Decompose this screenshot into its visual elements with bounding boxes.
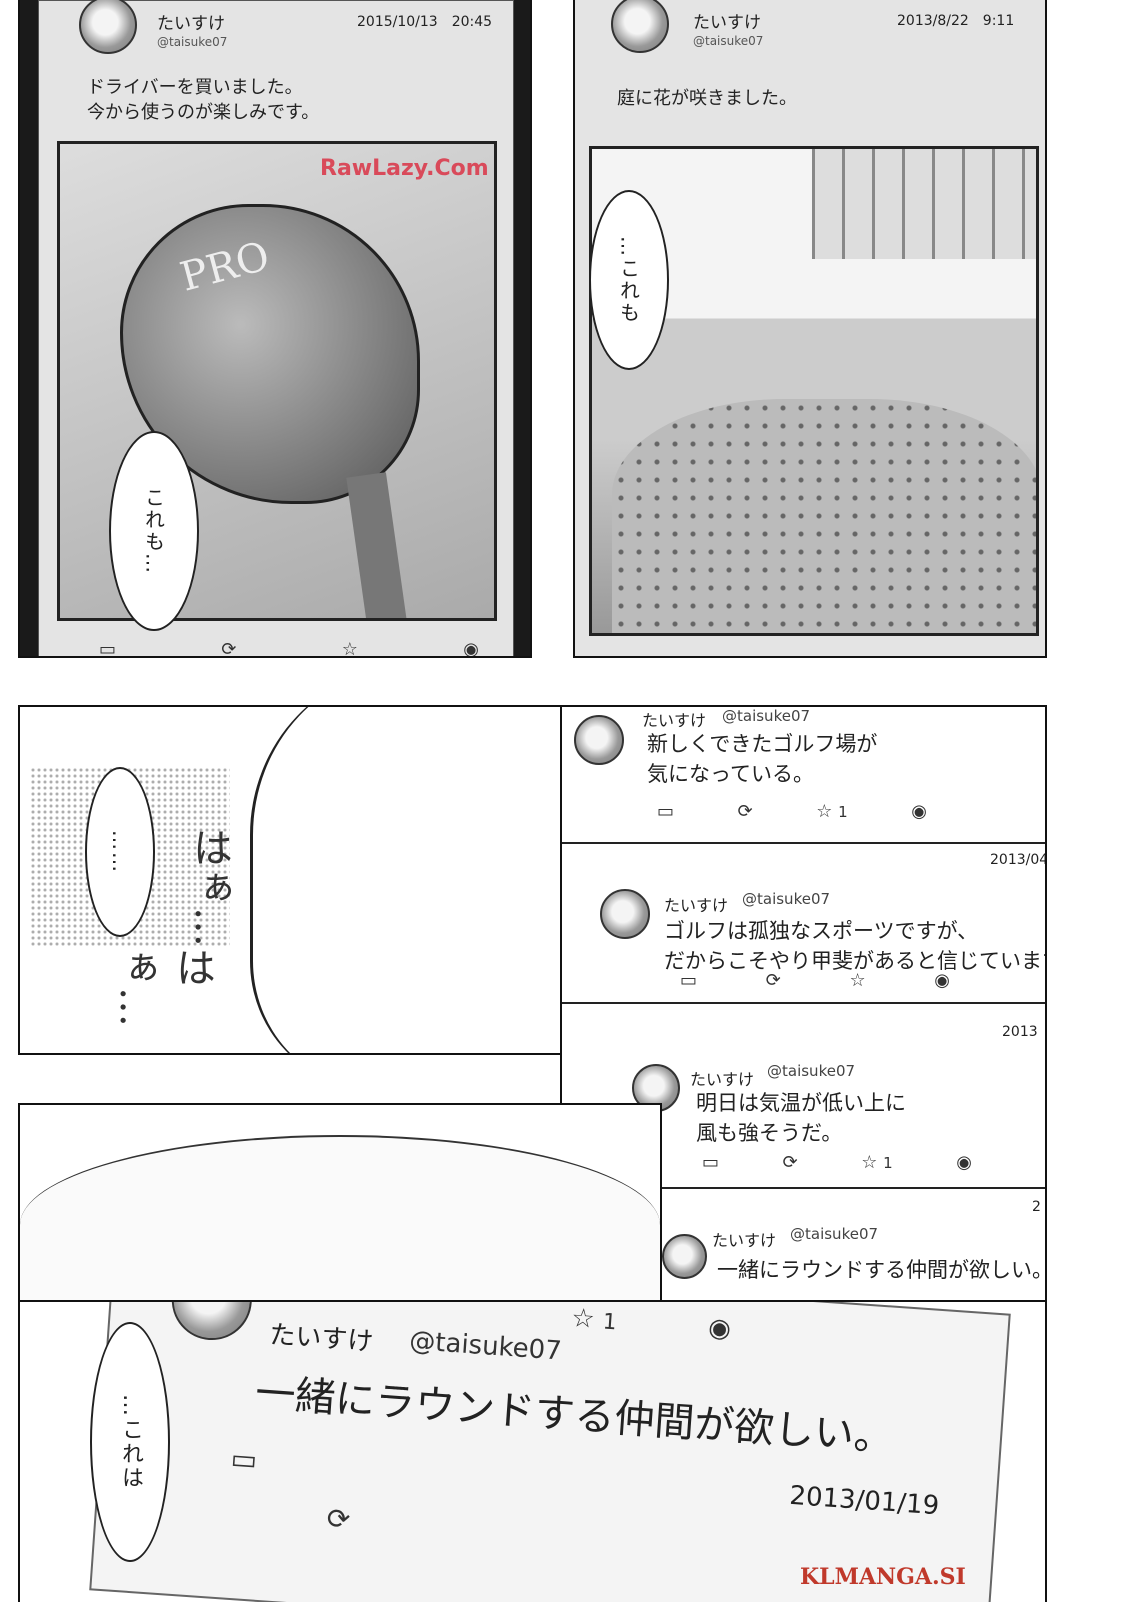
star-icon[interactable]: ☆ (341, 639, 358, 658)
sfx-breath: はぁ… (111, 947, 215, 1027)
garden-flowers (612, 399, 1036, 633)
tweet-line: 今から使うのが楽しみです。 (87, 102, 320, 123)
tweet-item[interactable]: 2013/04 たいすけ @taisuke07 ゴルフは孤独なスポーツですが、だ… (562, 842, 1045, 1002)
tweet-name: たいすけ (268, 1320, 375, 1358)
tweet-actions: ▭ ⟳ ☆ 1 ◉ (702, 1152, 972, 1173)
retweet-icon[interactable]: ⟳ (765, 970, 781, 991)
tweet-line: ドライバーを買いました。 (87, 77, 303, 98)
tweet-name: たいすけ (712, 1231, 777, 1250)
reply-icon[interactable]: ▭ (229, 1441, 259, 1477)
panel-tweet-list: たいすけ @taisuke07 新しくできたゴルフ場が気になっている。 ▭ ⟳ ☆ … (560, 705, 1047, 1302)
tweet-body: ゴルフは孤独なスポーツですが、だからこそやり甲斐があると信じています (664, 916, 1047, 976)
tweet-handle: @taisuke07 (767, 1062, 856, 1080)
retweet-icon[interactable]: ⟳ (221, 639, 237, 658)
reply-icon[interactable]: ▭ (657, 801, 675, 822)
tweet-photo-garden (589, 146, 1039, 636)
tweet-actions: ▭ ⟳ ☆ 1 ◉ (657, 801, 927, 822)
bookmark-icon[interactable]: ◉ (707, 1312, 733, 1345)
tweet-date: 2013/04 (990, 852, 1047, 868)
garden-fence (812, 149, 1036, 259)
tweet-name: たいすけ (664, 896, 729, 915)
tweet-line: 新しくできたゴルフ場が (647, 732, 878, 756)
tweet-date: 2015/10/13 20:45 (357, 14, 493, 30)
watermark-bottom: KLMANGA.SI (800, 1564, 966, 1590)
panel-hands (18, 1103, 662, 1303)
tweet-handle: @taisuke07 (408, 1325, 563, 1367)
reply-icon[interactable]: ▭ (702, 1152, 720, 1173)
tweet-handle: @taisuke07 (157, 35, 228, 49)
tweet-closeup: ☆ 1 ◉ たいすけ @taisuke07 一緒にラウンドする仲間が欲しい。 20… (89, 1302, 1011, 1602)
tweet-actions-bottom: ▭⟳ (226, 1442, 432, 1542)
speech-bubble: これも… (109, 431, 199, 631)
tweet-body: ドライバーを買いました。 今から使うのが楽しみです。 (87, 75, 319, 125)
bookmark-icon[interactable]: ◉ (911, 801, 927, 822)
bookmark-icon[interactable]: ◉ (934, 970, 950, 991)
tweet-line: 明日は気温が低い上に (696, 1091, 906, 1115)
speech-bubble: …… (85, 767, 155, 937)
retweet-icon[interactable]: ⟳ (782, 1152, 798, 1173)
panel-closeup-tweet: ☆ 1 ◉ たいすけ @taisuke07 一緒にラウンドする仲間が欲しい。 20… (18, 1300, 1047, 1602)
star-icon[interactable]: ☆ (849, 970, 866, 991)
tweet-handle: @taisuke07 (742, 890, 831, 908)
panel-driver-tweet: たいすけ @taisuke07 2015/10/13 20:45 ドライバーを買… (18, 0, 532, 658)
retweet-icon[interactable]: ⟳ (325, 1501, 352, 1537)
speech-bubble: …これも (589, 190, 669, 370)
retweet-icon[interactable]: ⟳ (737, 801, 753, 822)
tweet-line: だからこそやり甲斐があると信じています (664, 949, 1047, 973)
tweet-date: 2013/8/22 9:11 (897, 13, 1015, 29)
tweet-handle: @taisuke07 (722, 707, 811, 725)
tweet-actions-top: ☆ 1 ◉ (570, 1303, 732, 1344)
tweet-body: 一緒にラウンドする仲間が欲しい。 (717, 1258, 1047, 1282)
tweet-name: たいすけ (157, 14, 225, 34)
tweet-name: たいすけ (693, 13, 761, 33)
tweet-actions: ▭ ⟳ ☆ ◉ (680, 970, 950, 991)
tweet-date: 2013 (1002, 1024, 1038, 1040)
tweet-date: 2013/01/19 (788, 1480, 941, 1522)
avatar (574, 715, 624, 765)
reply-icon[interactable]: ▭ (99, 639, 117, 658)
like-count: 1 (883, 1154, 893, 1172)
tweet-name: たいすけ (642, 711, 707, 730)
avatar (600, 889, 650, 939)
star-icon[interactable]: ☆ 1 (570, 1303, 618, 1336)
tweet-line: 気になっている。 (647, 762, 814, 786)
tweet-body: 庭に花が咲きました。 (617, 88, 797, 109)
tweet-item[interactable]: たいすけ @taisuke07 新しくできたゴルフ場が気になっている。 ▭ ⟳ ☆ … (562, 707, 1045, 840)
star-icon[interactable]: ☆ 1 (816, 801, 848, 822)
hands-illustration (20, 1135, 660, 1301)
watermark-top: RawLazy.Com (320, 156, 489, 181)
like-count: 1 (838, 803, 848, 821)
avatar (169, 1302, 255, 1343)
avatar (662, 1234, 707, 1279)
tweet-card: たいすけ @taisuke07 2015/10/13 20:45 ドライバーを買… (38, 0, 514, 658)
tweet-line: ゴルフは孤独なスポーツですが、 (664, 919, 979, 943)
star-icon[interactable]: ☆ 1 (861, 1152, 893, 1173)
bookmark-icon[interactable]: ◉ (956, 1152, 972, 1173)
like-count: 1 (601, 1309, 618, 1336)
bookmark-icon[interactable]: ◉ (463, 639, 479, 658)
tweet-date: 2 (1032, 1199, 1041, 1215)
reply-icon[interactable]: ▭ (680, 970, 698, 991)
tweet-line: 風も強そうだ。 (696, 1121, 843, 1145)
face-illustration (250, 707, 612, 1053)
panel-face: …… はぁ… はぁ… (18, 705, 614, 1055)
driver-shaft (346, 472, 414, 618)
avatar (79, 0, 137, 54)
tweet-actions: ▭ ⟳ ☆ ◉ (99, 639, 479, 658)
tweet-name: たいすけ (690, 1070, 755, 1089)
speech-bubble: …これは (90, 1322, 170, 1562)
tweet-body: 新しくできたゴルフ場が気になっている。 (647, 729, 877, 789)
tweet-body: 一緒にラウンドする仲間が欲しい。 (253, 1370, 896, 1461)
tweet-body: 明日は気温が低い上に風も強そうだ。 (696, 1088, 906, 1148)
avatar (611, 0, 669, 53)
tweet-handle: @taisuke07 (693, 34, 764, 48)
tweet-handle: @taisuke07 (790, 1225, 879, 1243)
sfx-breath: はぁ… (186, 827, 232, 947)
panel-garden-tweet: たいすけ @taisuke07 2013/8/22 9:11 庭に花が咲きました… (573, 0, 1047, 658)
